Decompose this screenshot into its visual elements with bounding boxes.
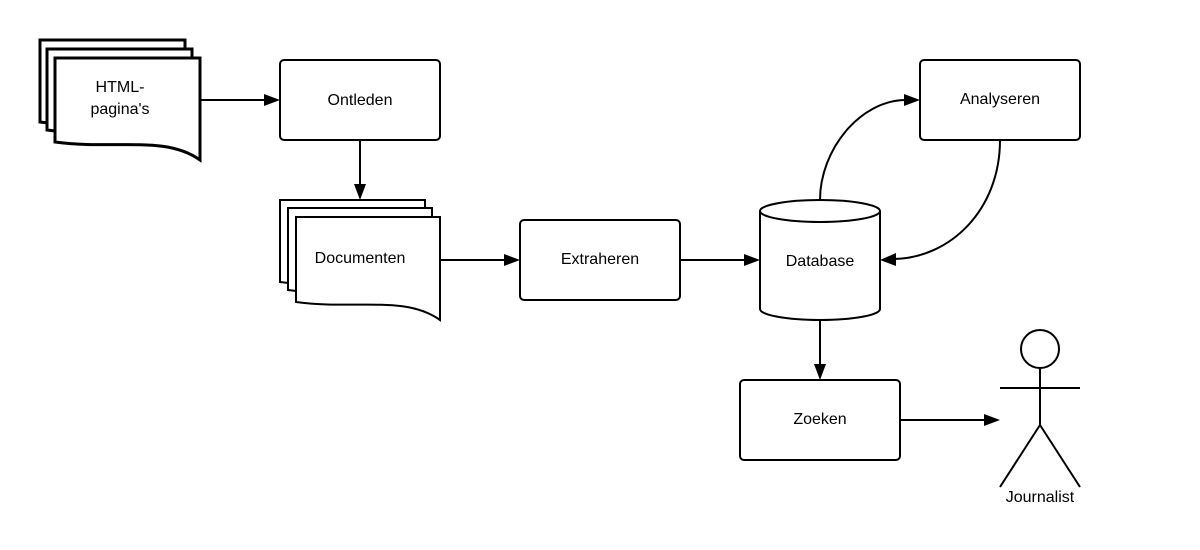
edge-database-to-analyze — [819, 94, 920, 201]
edge-search-to-journalist — [900, 414, 1000, 426]
search-label: Zoeken — [793, 411, 846, 428]
edge-parse-to-documents — [354, 140, 366, 200]
html-pages-document-shape — [53, 56, 202, 163]
edge-documents-to-extract — [440, 254, 520, 266]
edge-database-to-search — [814, 320, 826, 380]
parse-label: Ontleden — [328, 92, 393, 109]
journalist-label: Journalist — [1006, 489, 1075, 506]
node-analyze: Analyseren — [919, 59, 1081, 141]
database-label: Database — [786, 253, 855, 270]
node-documents: Documenten — [279, 199, 441, 322]
node-search: Zoeken — [739, 379, 901, 461]
edge-html-pages-to-parse — [200, 94, 280, 106]
node-parse: Ontleden — [279, 59, 441, 141]
extract-label: Extraheren — [561, 251, 639, 268]
node-database: Database — [759, 199, 881, 321]
journalist-head — [1020, 329, 1060, 369]
node-extract: Extraheren — [519, 219, 681, 301]
html-pages-label-line2: pagina's — [90, 101, 149, 118]
edge-analyze-to-database — [880, 139, 1001, 266]
node-html-pages: HTML- pagina's — [38, 38, 202, 163]
documents-label: Documenten — [315, 250, 406, 267]
edge-extract-to-database — [680, 254, 760, 266]
node-journalist: Journalist — [999, 329, 1081, 506]
html-pages-label-line1: HTML- — [96, 79, 145, 96]
analyze-label: Analyseren — [960, 91, 1040, 108]
documents-document-shape — [295, 216, 441, 322]
